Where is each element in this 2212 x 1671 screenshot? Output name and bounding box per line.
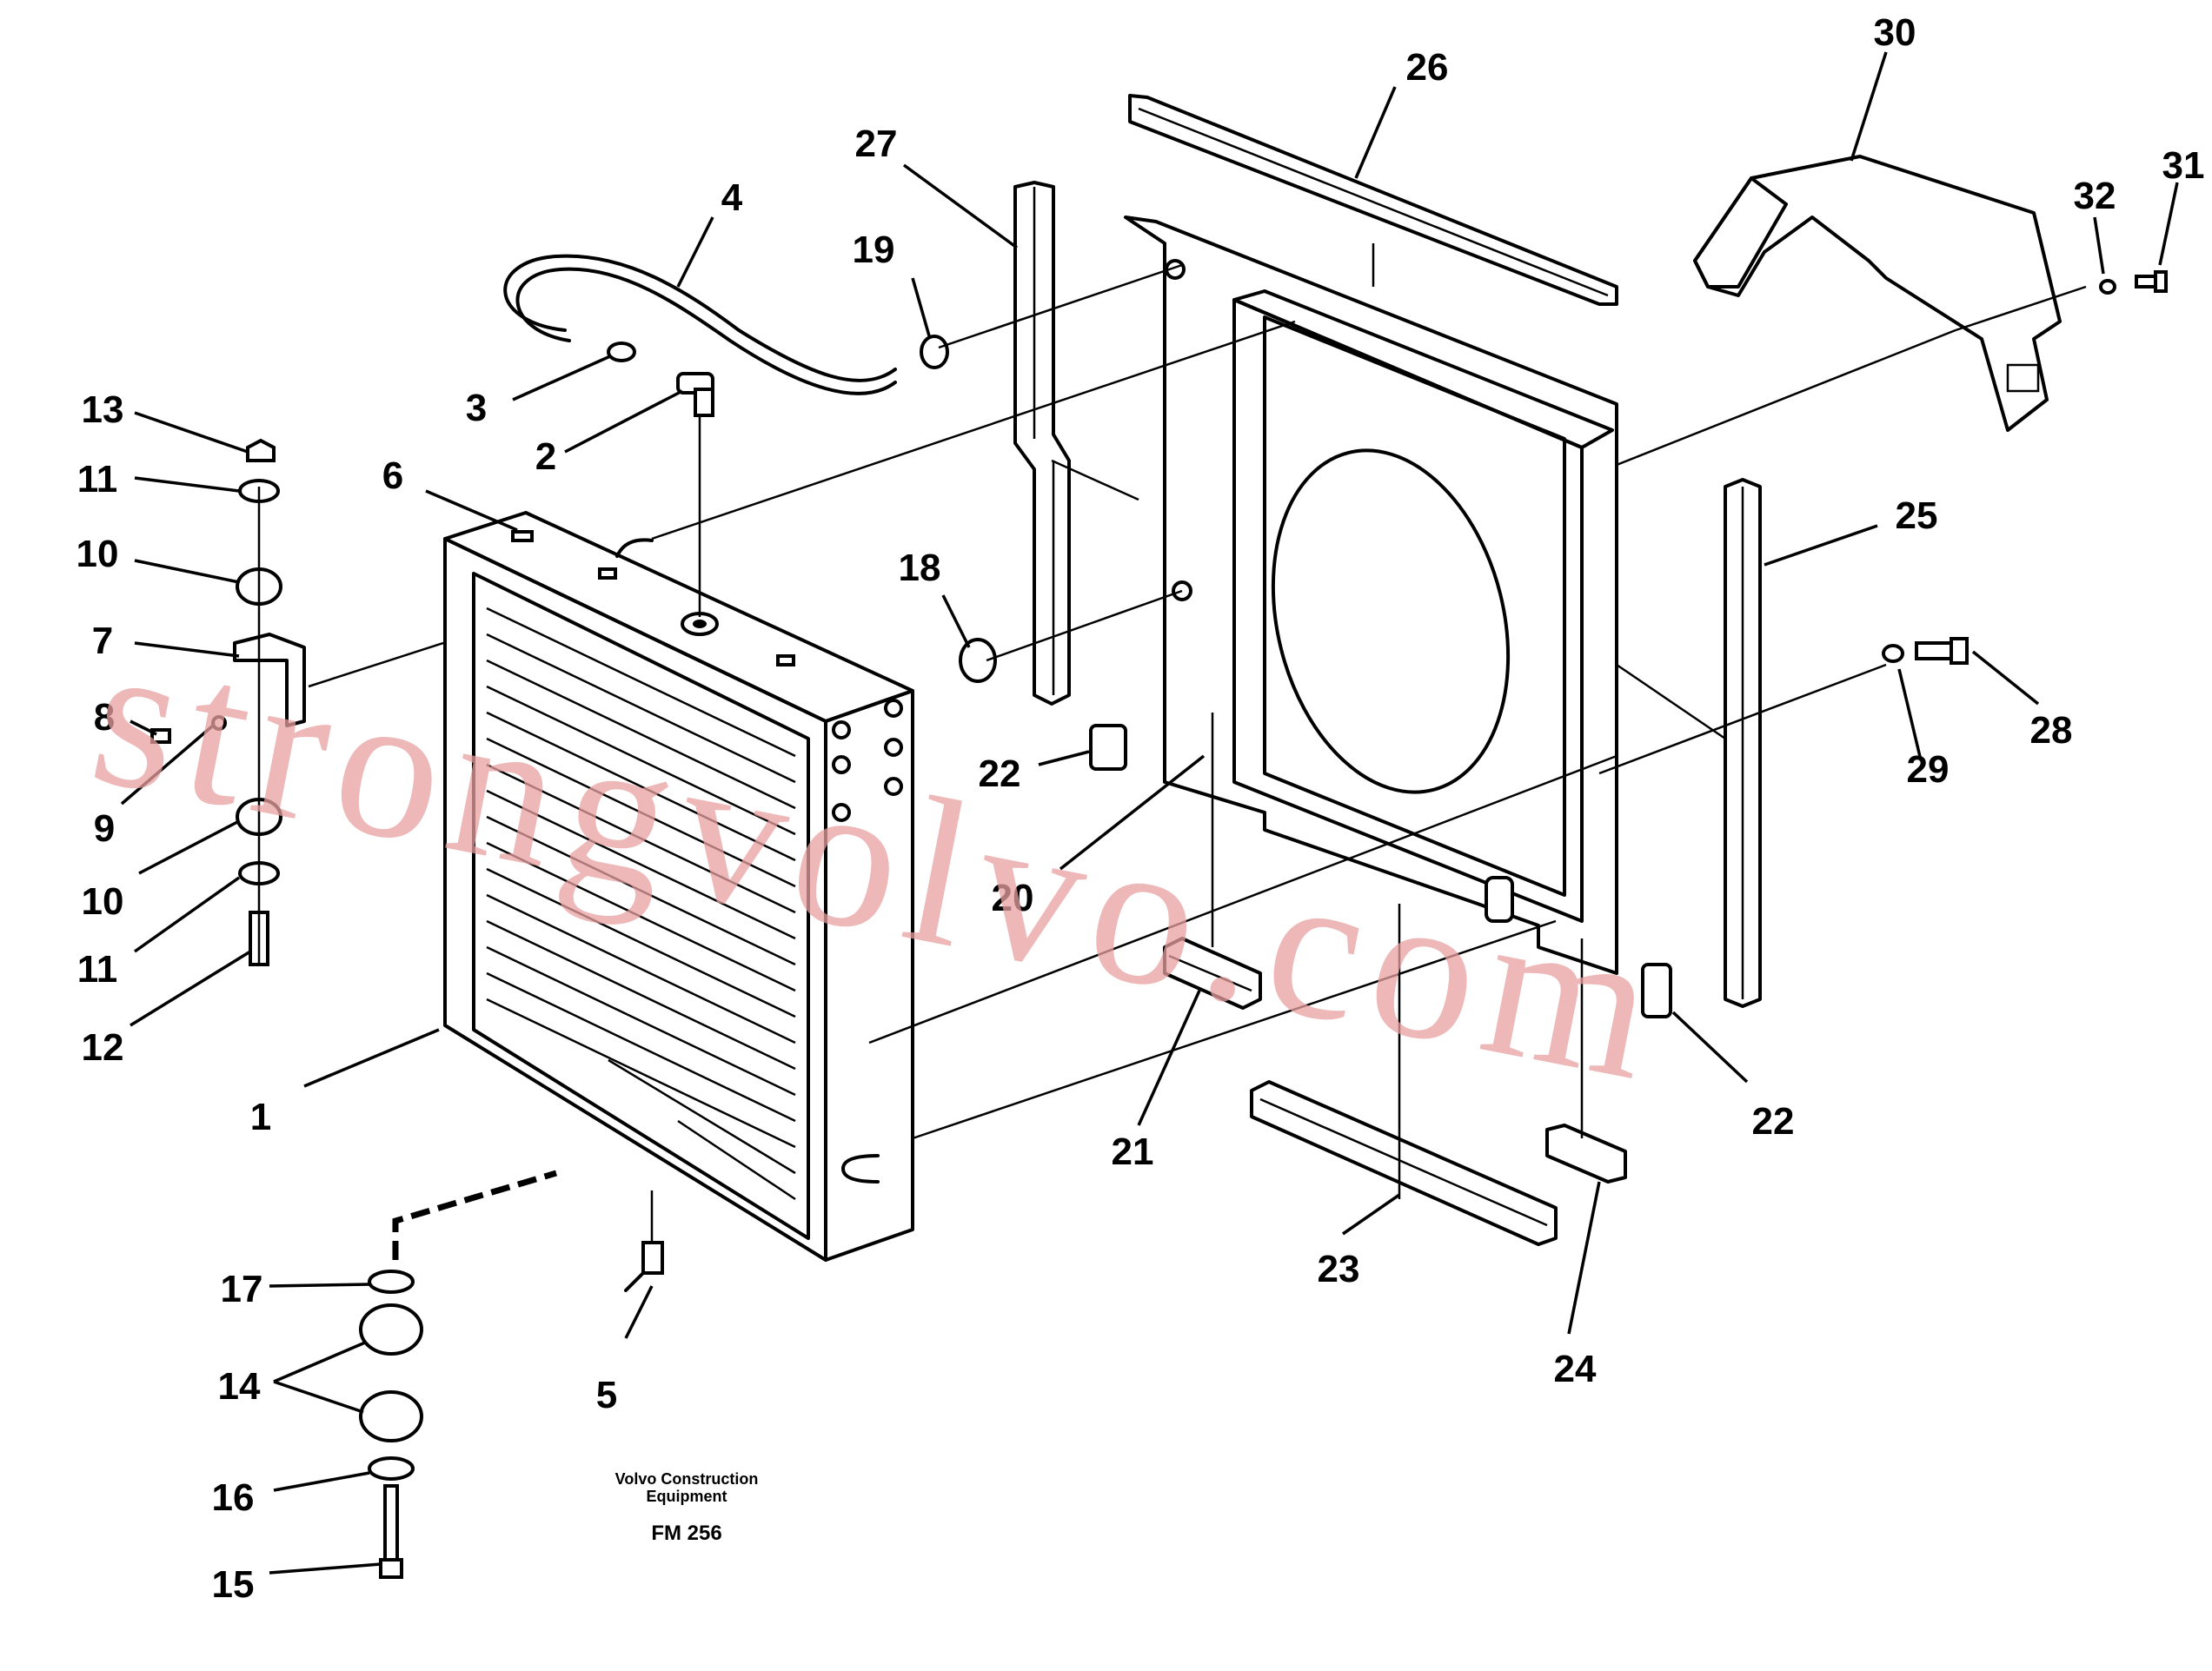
callout: 32 xyxy=(2074,175,2116,217)
callout: 28 xyxy=(2030,709,2073,752)
callout: 7 xyxy=(92,620,113,662)
callout: 8 xyxy=(94,696,115,739)
callout: 5 xyxy=(596,1374,617,1416)
mounting-stack-upper xyxy=(150,438,306,966)
seal-strip-26 xyxy=(1128,94,1618,306)
callout: 30 xyxy=(1874,11,1916,54)
callout: 27 xyxy=(855,123,898,165)
callout: 15 xyxy=(212,1563,255,1606)
callout: 12 xyxy=(82,1026,124,1069)
callout: 29 xyxy=(1907,748,1950,791)
seal-strip-21 xyxy=(1163,937,1262,1010)
callout: 2 xyxy=(535,435,556,478)
callout: 24 xyxy=(1554,1348,1597,1390)
callout: 16 xyxy=(212,1476,255,1519)
radiator-core xyxy=(486,607,796,1201)
mounting-stack-lower xyxy=(359,1270,423,1579)
caption-line-2: Equipment xyxy=(647,1488,727,1505)
diagram-caption: Volvo Construction Equipment FM 256 xyxy=(615,1470,759,1545)
hardware-28-29-31-32 xyxy=(1882,270,2168,665)
seal-strip-24 xyxy=(1545,1124,1627,1184)
callout: 21 xyxy=(1112,1131,1154,1173)
bracket-30 xyxy=(1693,155,2062,432)
leader-lines xyxy=(120,51,2179,1575)
callout: 23 xyxy=(1318,1248,1360,1290)
elbow-fitting-2 xyxy=(676,372,714,417)
seal-strip-23 xyxy=(1250,1080,1558,1246)
callout: 11 xyxy=(77,948,118,991)
caption-line-1: Volvo Construction xyxy=(615,1470,759,1488)
callout: 9 xyxy=(94,807,115,850)
callout: 6 xyxy=(382,454,403,497)
callout: 22 xyxy=(979,753,1021,795)
clip-22-lower xyxy=(1641,963,1672,1018)
callout: 22 xyxy=(1752,1100,1795,1143)
callout: 3 xyxy=(466,387,487,429)
drain-valve-5 xyxy=(624,1241,664,1292)
callout: 18 xyxy=(899,547,941,589)
radiator-assembly xyxy=(443,511,914,1262)
grommet-18 xyxy=(959,638,997,683)
callout: 25 xyxy=(1896,494,1938,537)
callout: 26 xyxy=(1406,46,1449,89)
callout: 14 xyxy=(218,1365,261,1408)
hose-clamp-3 xyxy=(607,341,636,362)
callout: 4 xyxy=(721,176,743,219)
callout: 10 xyxy=(82,880,124,923)
seal-strip-27 xyxy=(1013,181,1071,706)
callout: 31 xyxy=(2162,144,2205,187)
callout: 10 xyxy=(76,533,119,575)
clip-22-upper xyxy=(1089,724,1127,771)
guide-lines xyxy=(308,243,2087,1243)
callout: 20 xyxy=(992,877,1034,919)
hose-4 xyxy=(503,254,897,395)
callout: 13 xyxy=(82,388,124,431)
caption-code: FM 256 xyxy=(651,1522,721,1545)
seal-strip-25 xyxy=(1724,478,1762,1008)
callout-labels: 1 2 3 4 5 6 7 8 9 10 10 11 11 12 13 14 1… xyxy=(76,11,2205,1606)
callout: 1 xyxy=(250,1096,271,1138)
callout: 19 xyxy=(853,229,895,271)
callout: 11 xyxy=(77,458,118,501)
callout: 17 xyxy=(221,1268,263,1310)
grommet-19 xyxy=(920,335,949,369)
